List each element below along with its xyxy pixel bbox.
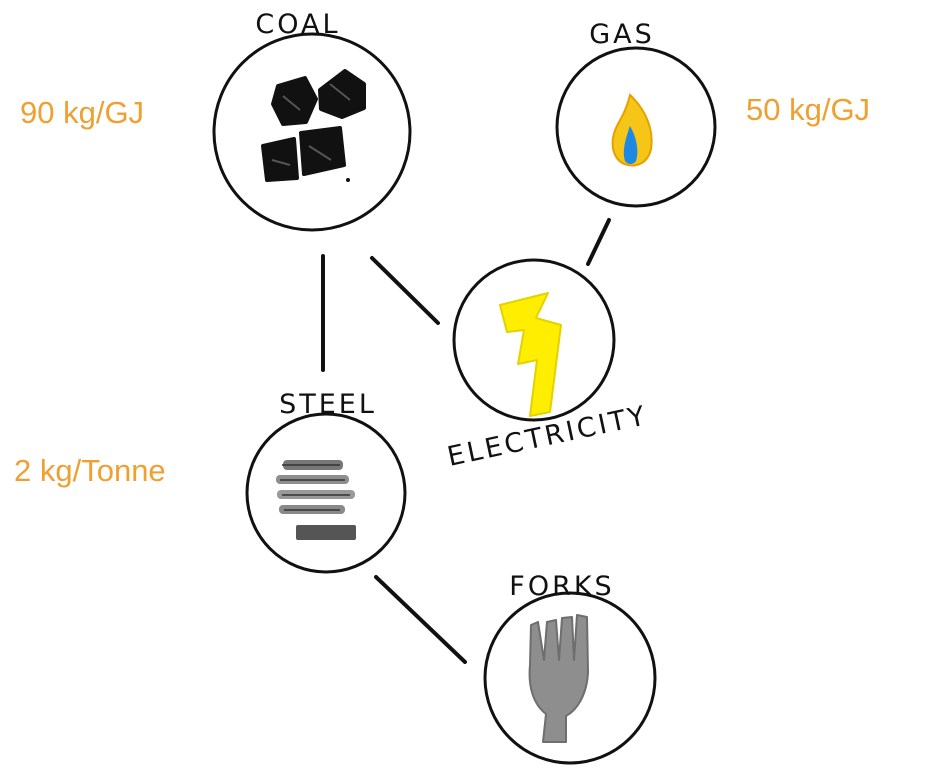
- lightning-bolt-icon: [499, 292, 562, 417]
- gas-label: GAS: [589, 19, 655, 50]
- edge-coal-electricity: [370, 256, 440, 325]
- coal-label: COAL: [255, 9, 340, 40]
- coal-node: COAL: [212, 9, 412, 232]
- steel-node: STEEL: [245, 389, 407, 574]
- edge-gas-electricity: [586, 218, 611, 266]
- gas-node: GAS: [555, 19, 717, 208]
- steel-label: STEEL: [279, 389, 377, 420]
- electricity-node: ELECTRICITY: [445, 258, 651, 473]
- coal-emission-annotation: 90 kg/GJ: [20, 95, 145, 130]
- flame-icon: [611, 93, 653, 167]
- steel-bars-icon: [276, 460, 356, 540]
- forks-label: FORKS: [509, 571, 614, 602]
- fork-icon: [528, 614, 589, 743]
- edge-steel-forks: [374, 575, 467, 664]
- steel-emission-annotation: 2 kg/Tonne: [14, 453, 166, 488]
- gas-emission-annotation: 50 kg/GJ: [746, 92, 871, 127]
- forks-node: FORKS: [483, 571, 657, 765]
- coal-icon: [261, 69, 366, 182]
